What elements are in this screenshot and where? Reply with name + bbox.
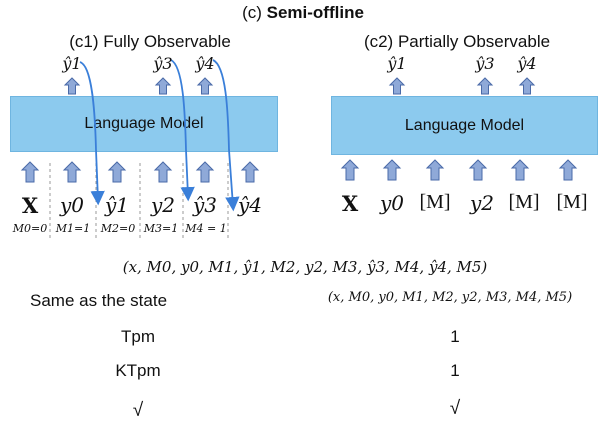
c1-input-token: y0 [59,193,85,217]
feedback-arrows [79,59,240,212]
c2-output: ŷ1 [387,54,407,73]
c2-language-model: Language Model [331,96,598,155]
check-mark: √ [132,400,144,421]
mask-label: M0=0 [12,222,48,235]
mask-label: M1=1 [55,222,91,235]
c2-output: ŷ3 [475,54,495,73]
row-label: Same as the state [30,291,168,310]
c2-input-arrows [341,159,577,181]
row-value: 1 [450,327,460,346]
c2-input-token: y2 [469,191,495,215]
c2-title: (c2) Partially Observable [363,32,551,51]
mask-label: M3=1 [143,222,179,235]
row-value: 1 [450,361,460,380]
c1-output: ŷ4 [195,54,215,73]
c2-input-token: [M] [508,191,540,213]
mask-label: M2=0 [100,222,136,235]
c1-output: ŷ3 [153,54,173,73]
c2-input-token: y0 [379,191,405,215]
c1-input-token: ŷ1 [104,193,130,217]
mask-label: M4 = 1 [185,222,227,235]
partial-sequence: (x, M0, y0, M1, M2, y2, M3, M4, M5) [327,290,573,305]
c1-title: (c1) Fully Observable [69,32,231,51]
c2-input-token: [M] [556,191,588,213]
c1-input-token: X [21,193,39,218]
c1-output-arrows [64,77,213,95]
c2-input-token: X [341,191,359,216]
c1-input-token: ŷ4 [237,193,263,217]
c1-output: ŷ1 [62,54,82,73]
row-label: Tpm [121,327,155,346]
figure-title: (c) Semi-offline [242,3,364,22]
c1-input-token: ŷ3 [192,193,218,217]
c2-output-arrows [389,77,535,95]
row-label: KTpm [115,361,161,380]
c1-input-token: y2 [150,193,176,217]
full-sequence: (x, M0, y0, M1, ŷ1, M2, y2, M3, ŷ3, M4, … [122,258,488,276]
c2-output: ŷ4 [517,54,537,73]
c1-language-model: Language Model [10,96,278,152]
check-mark: √ [449,398,461,419]
c2-input-token: [M] [419,191,451,213]
